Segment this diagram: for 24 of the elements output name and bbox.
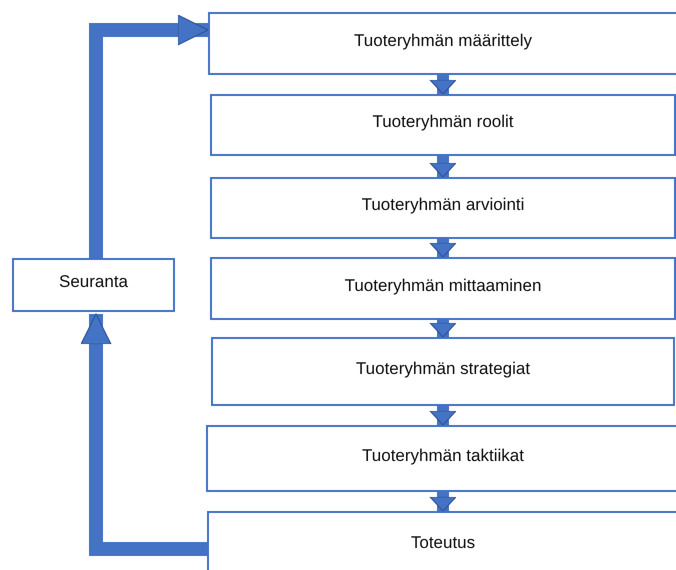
- process-box: [207, 511, 676, 570]
- process-box: [210, 94, 676, 156]
- process-box: [208, 12, 676, 75]
- block-arrow: [89, 14, 208, 258]
- process-box: [206, 425, 676, 492]
- process-box: [210, 257, 676, 320]
- step-label: Tuoteryhmän roolit: [372, 112, 514, 132]
- step-label: Tuoteryhmän strategiat: [356, 358, 530, 378]
- step-label: Tuoteryhmän määrittely: [354, 30, 532, 50]
- block-arrow: [430, 156, 456, 178]
- block-arrow: [80, 314, 207, 556]
- step-label: Tuoteryhmän mittaaminen: [344, 276, 542, 296]
- block-arrow: [430, 492, 456, 512]
- block-arrow: [430, 320, 456, 338]
- step-label: Tuoteryhmän taktiikat: [362, 446, 524, 466]
- step-label: Tuoteryhmän arviointi: [362, 195, 524, 215]
- process-box: [210, 177, 676, 239]
- block-arrow: [430, 75, 456, 94]
- process-box: [211, 337, 675, 406]
- block-arrow: [430, 406, 456, 426]
- step-label: Seuranta: [59, 272, 128, 292]
- step-label: Toteutus: [410, 533, 476, 553]
- block-arrow: [430, 239, 456, 258]
- process-box: [12, 258, 175, 312]
